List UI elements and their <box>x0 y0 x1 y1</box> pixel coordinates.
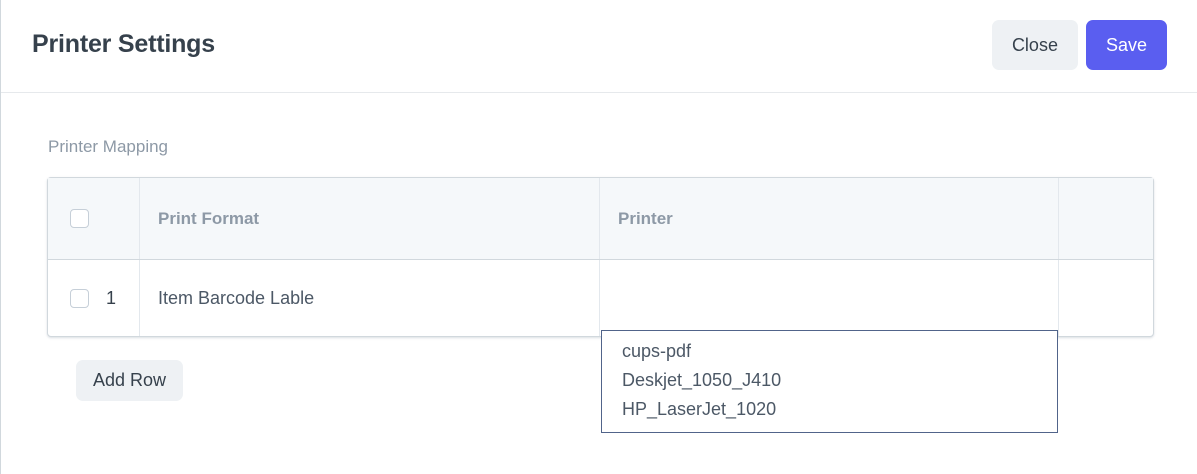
header-actions: Close Save <box>991 20 1167 70</box>
dropdown-option-cups-pdf[interactable]: cups-pdf <box>622 341 692 361</box>
form-body: Printer Mapping Print Format Printer 1 I… <box>1 93 1197 474</box>
printer-mapping-grid: Print Format Printer 1 Item Barcode Labl… <box>47 177 1154 337</box>
section-label: Printer Mapping <box>48 137 169 156</box>
select-all-checkbox[interactable] <box>70 209 89 228</box>
add-row-button[interactable]: Add Row <box>76 360 184 401</box>
table-row: 1 Item Barcode Lable <box>48 260 1153 336</box>
header-cell-blank <box>1059 178 1153 259</box>
table-header-row: Print Format Printer <box>48 178 1153 260</box>
cell-print-format[interactable]: Item Barcode Lable <box>140 260 600 336</box>
save-button[interactable]: Save <box>1085 20 1167 70</box>
row-checkbox[interactable] <box>70 288 89 308</box>
printer-input[interactable] <box>600 260 1058 336</box>
header-cell-print-format[interactable]: Print Format <box>140 178 600 259</box>
cell-printer[interactable] <box>600 260 1059 336</box>
header-cell-printer[interactable]: Printer <box>600 178 1059 259</box>
page-header: Printer Settings Close Save <box>1 0 1197 93</box>
row-index: 1 <box>106 287 117 308</box>
header-cell-select-all <box>48 178 140 259</box>
close-button[interactable]: Close <box>991 20 1078 70</box>
row-select-cell: 1 <box>48 260 140 336</box>
page-title: Printer Settings <box>32 30 215 58</box>
dropdown-option-deskjet[interactable]: Deskjet_1050_J410 <box>622 370 782 390</box>
printer-options-dropdown[interactable]: cups-pdf Deskjet_1050_J410 HP_LaserJet_1… <box>601 330 1058 433</box>
cell-blank <box>1059 260 1153 336</box>
dropdown-option-hp-laserjet[interactable]: HP_LaserJet_1020 <box>622 399 777 419</box>
